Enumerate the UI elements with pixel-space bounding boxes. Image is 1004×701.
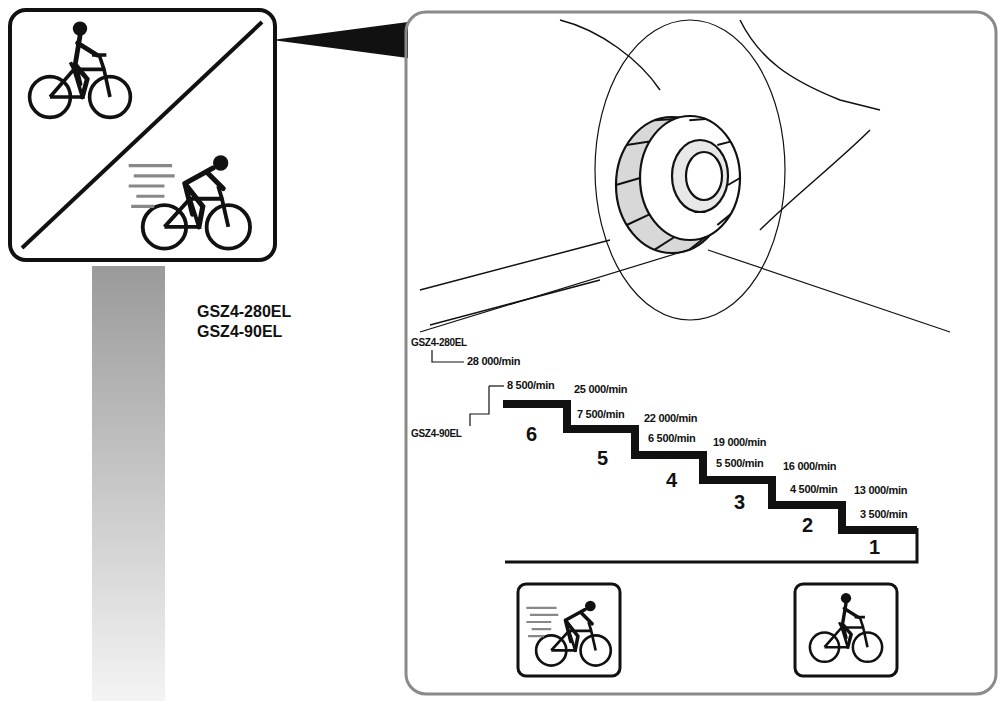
speed-value: 4 500/min <box>790 484 837 495</box>
speed-staircase <box>503 404 917 562</box>
speed-value: 8 500/min <box>507 380 554 391</box>
speed-value: 28 000/min <box>467 356 520 367</box>
step-number: 6 <box>526 424 537 444</box>
step-number: 2 <box>802 515 813 535</box>
thumbwheel-drawing <box>420 20 950 332</box>
speed-value: 6 500/min <box>648 433 695 444</box>
panel-frame <box>406 12 996 694</box>
step-number: 4 <box>666 470 677 490</box>
speed-icon-box <box>10 10 408 260</box>
speed-value: 19 000/min <box>713 437 766 448</box>
model-name: GSZ4-90EL <box>197 324 282 340</box>
speed-value: 22 000/min <box>644 413 697 424</box>
model-name: GSZ4-90EL <box>411 429 462 439</box>
model-name: GSZ4-280EL <box>197 304 291 320</box>
step-number: 3 <box>734 492 745 512</box>
model-name: GSZ4-280EL <box>411 338 467 348</box>
step-number: 1 <box>869 537 880 557</box>
speed-value: 13 000/min <box>854 485 907 496</box>
speed-value: 25 000/min <box>574 384 627 395</box>
speed-value: 7 500/min <box>577 409 624 420</box>
step-number: 5 <box>597 448 608 468</box>
speed-value: 5 500/min <box>716 458 763 469</box>
speed-icon-box <box>518 584 897 676</box>
gradient-bar <box>92 266 165 701</box>
speed-value: 16 000/min <box>783 461 836 472</box>
speed-value: 3 500/min <box>860 509 907 520</box>
